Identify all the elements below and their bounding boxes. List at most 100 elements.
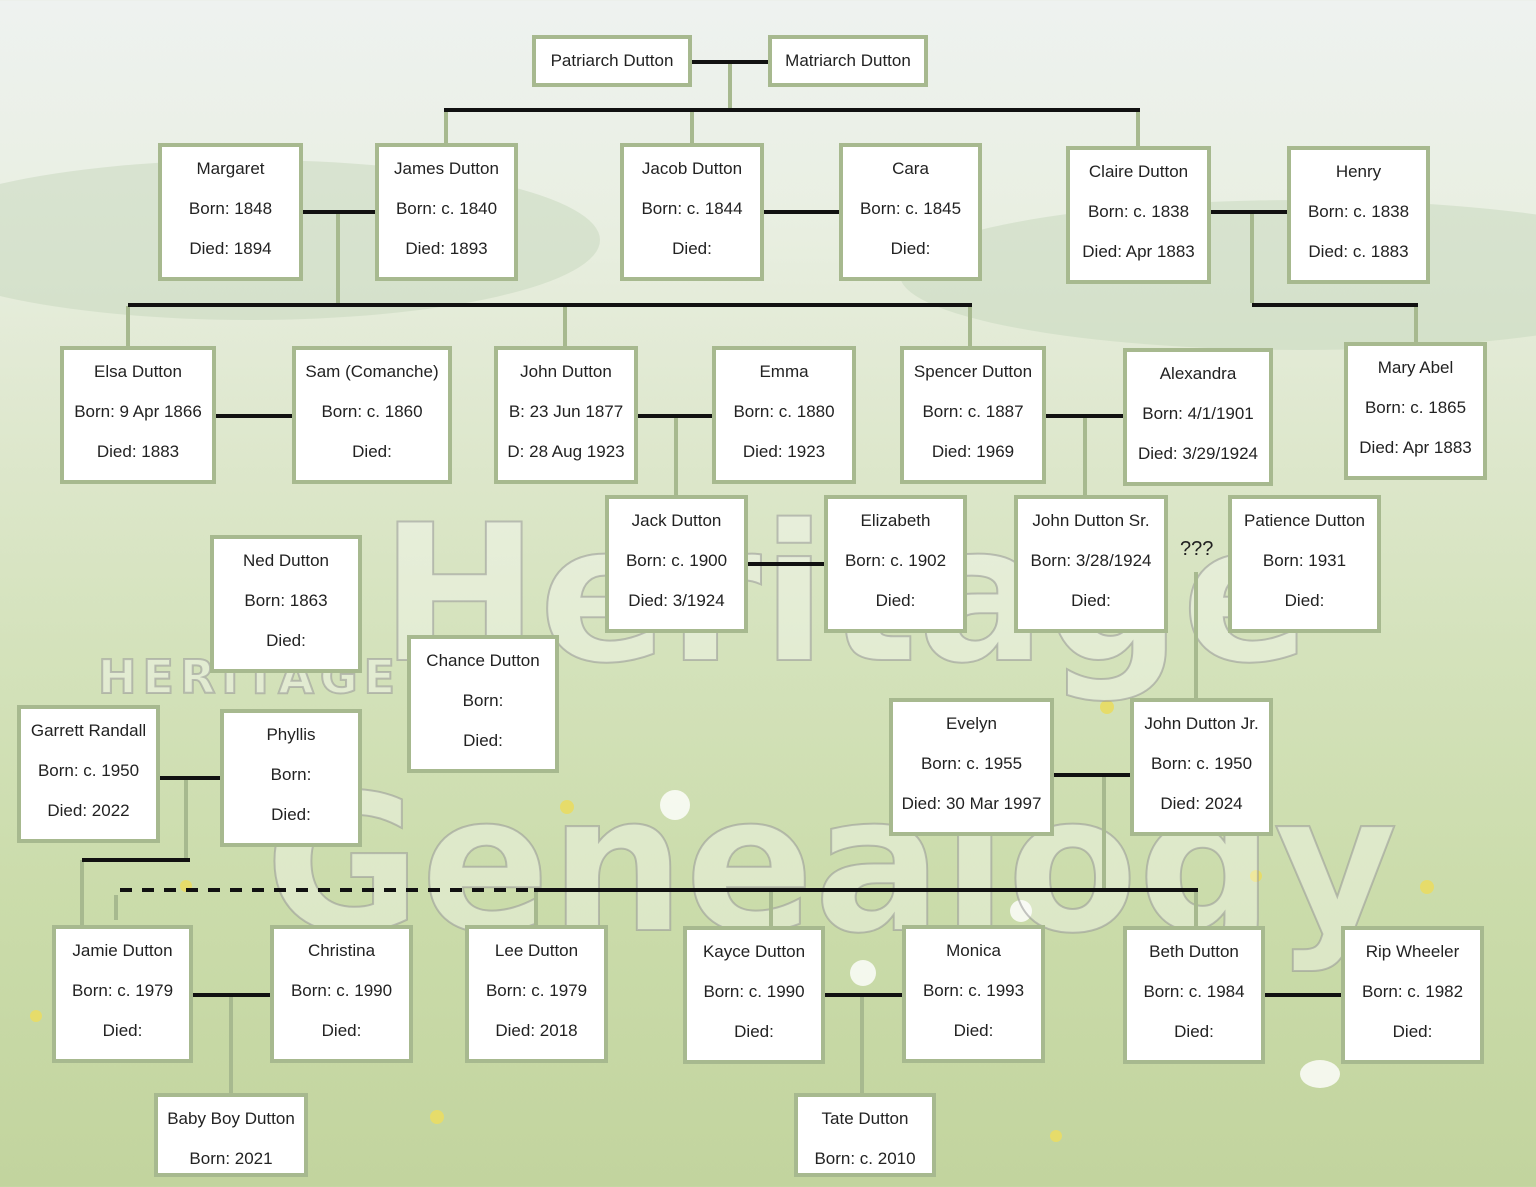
person-born: Born: c. 1979: [485, 981, 588, 1000]
person-born: Born: c. 1840: [395, 199, 498, 218]
person-died: Died:: [266, 631, 306, 650]
person-rip-wheeler: Rip Wheeler Born: c. 1982 Died:: [1341, 926, 1484, 1064]
person-spencer-dutton: Spencer Dutton Born: c. 1887 Died: 1969: [900, 346, 1046, 484]
person-died: Died: 1883: [96, 442, 180, 461]
person-born: Born: c. 1950: [37, 761, 140, 780]
person-cara: Cara Born: c. 1845 Died:: [839, 143, 982, 281]
person-name: Kayce Dutton: [702, 942, 806, 961]
person-name: Claire Dutton: [1088, 162, 1189, 181]
person-died: Died:: [890, 239, 931, 258]
person-name: Evelyn: [945, 714, 998, 733]
person-died: Died: Apr 1883: [1359, 438, 1472, 457]
person-died: Died: 1923: [742, 442, 826, 461]
person-claire-dutton: Claire Dutton Born: c. 1838 Died: Apr 18…: [1066, 146, 1211, 284]
person-born: Born: c. 1860: [321, 402, 423, 421]
person-name: Alexandra: [1159, 364, 1237, 383]
person-died: Died:: [1174, 1022, 1214, 1041]
person-baby-boy-dutton: Baby Boy Dutton Born: 2021: [154, 1093, 308, 1177]
person-name: Jamie Dutton: [72, 941, 173, 960]
person-died: Died:: [1284, 591, 1325, 610]
person-born: Born: c. 1990: [290, 981, 393, 1000]
person-name: Margaret: [196, 159, 265, 178]
person-name: Elizabeth: [860, 511, 931, 530]
person-john-dutton-sr: John Dutton Sr. Born: 3/28/1924 Died:: [1014, 495, 1168, 633]
person-name: Sam (Comanche): [305, 362, 439, 381]
person-died: Died:: [672, 239, 712, 258]
person-born: Born: c. 1900: [625, 551, 728, 570]
person-born: Born: 4/1/1901: [1142, 404, 1254, 423]
person-died: Died: 2018: [495, 1021, 578, 1040]
person-james-dutton: James Dutton Born: c. 1840 Died: 1893: [375, 143, 518, 281]
person-name: Matriarch Dutton: [785, 51, 911, 70]
person-died: Died:: [1071, 591, 1111, 610]
person-name: Ned Dutton: [243, 551, 329, 570]
person-name: Elsa Dutton: [94, 362, 182, 381]
person-died: Died: 1969: [931, 442, 1015, 461]
person-born: Born: c. 1990: [703, 982, 805, 1001]
person-garrett-randall: Garrett Randall Born: c. 1950 Died: 2022: [17, 705, 160, 843]
person-name: Jacob Dutton: [641, 159, 743, 178]
person-died: Died:: [321, 1021, 362, 1040]
person-born: Born: 1863: [244, 591, 328, 610]
person-name: Mary Abel: [1377, 358, 1454, 377]
person-name: Cara: [892, 159, 929, 178]
person-died: Died:: [463, 731, 503, 750]
person-name: Henry: [1335, 162, 1382, 181]
person-born: Born: c. 1902: [844, 551, 947, 570]
person-died: Died: 30 Mar 1997: [901, 794, 1042, 813]
person-name: John Dutton: [520, 362, 612, 381]
person-name: Tate Dutton: [821, 1109, 909, 1128]
person-born: Born: c. 1979: [71, 981, 174, 1000]
person-died: Died:: [953, 1021, 994, 1040]
person-name: Spencer Dutton: [913, 362, 1033, 381]
person-died: Died:: [271, 805, 311, 824]
person-born: B: 23 Jun 1877: [508, 402, 624, 421]
person-born: Born: c. 1838: [1087, 202, 1190, 221]
person-jack-dutton: Jack Dutton Born: c. 1900 Died: 3/1924: [605, 495, 748, 633]
person-matriarch-dutton: Matriarch Dutton: [768, 35, 928, 87]
person-died: Died: c. 1883: [1308, 242, 1409, 261]
person-jamie-dutton: Jamie Dutton Born: c. 1979 Died:: [52, 925, 193, 1063]
person-evelyn: Evelyn Born: c. 1955 Died: 30 Mar 1997: [889, 698, 1054, 836]
person-born: Born: c. 1845: [859, 199, 962, 218]
person-died: Died:: [1392, 1022, 1433, 1041]
person-henry: Henry Born: c. 1838 Died: c. 1883: [1287, 146, 1430, 284]
person-born: Born: c. 1844: [641, 199, 743, 218]
person-born: Born: c. 1955: [920, 754, 1023, 773]
person-born: Born: 1848: [188, 199, 273, 218]
person-phyllis: Phyllis Born: Died:: [220, 709, 362, 847]
person-died: Died: 3/29/1924: [1137, 444, 1259, 463]
person-patriarch-dutton: Patriarch Dutton: [532, 35, 692, 87]
person-name: John Dutton Sr.: [1032, 511, 1150, 530]
person-name: John Dutton Jr.: [1144, 714, 1259, 733]
person-john-dutton-jr: John Dutton Jr. Born: c. 1950 Died: 2024: [1130, 698, 1273, 836]
person-beth-dutton: Beth Dutton Born: c. 1984 Died:: [1123, 926, 1265, 1064]
person-born: Born: c. 1838: [1307, 202, 1410, 221]
person-born: Born: c. 1950: [1150, 754, 1253, 773]
person-name: Patience Dutton: [1244, 511, 1365, 530]
person-name: Monica: [946, 941, 1001, 960]
person-name: Christina: [307, 941, 376, 960]
person-name: Phyllis: [266, 725, 316, 744]
person-died: Died: 3/1924: [628, 591, 725, 610]
person-born: Born: c. 1984: [1143, 982, 1245, 1001]
person-died: Died:: [352, 442, 392, 461]
person-elsa-dutton: Elsa Dutton Born: 9 Apr 1866 Died: 1883: [60, 346, 216, 484]
person-patience-dutton: Patience Dutton Born: 1931 Died:: [1228, 495, 1381, 633]
person-name: Lee Dutton: [494, 941, 579, 960]
person-ned-dutton: Ned Dutton Born: 1863 Died:: [210, 535, 362, 673]
person-born: Born: c. 1865: [1364, 398, 1467, 417]
person-born: Born: c. 1993: [922, 981, 1025, 1000]
person-died: Died:: [734, 1022, 774, 1041]
person-mary-abel: Mary Abel Born: c. 1865 Died: Apr 1883: [1344, 342, 1487, 480]
person-born: Born: c. 2010: [814, 1149, 916, 1168]
person-died: Died:: [102, 1021, 143, 1040]
person-margaret: Margaret Born: 1848 Died: 1894: [158, 143, 303, 281]
person-died: Died: 1893: [405, 239, 488, 258]
person-born: Born:: [462, 691, 504, 710]
person-name: Jack Dutton: [631, 511, 722, 530]
person-jacob-dutton: Jacob Dutton Born: c. 1844 Died:: [620, 143, 764, 281]
person-born: Born: c. 1887: [922, 402, 1024, 421]
person-name: Rip Wheeler: [1365, 942, 1460, 961]
person-died: Died:: [875, 591, 916, 610]
